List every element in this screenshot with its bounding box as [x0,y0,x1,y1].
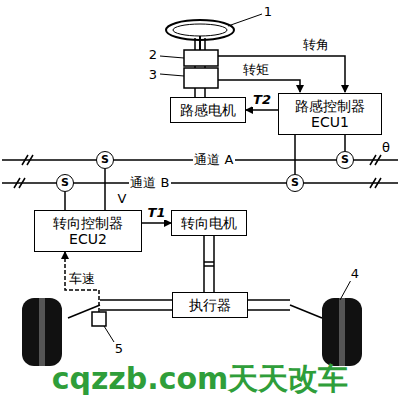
sensor-circle: S [286,174,304,192]
box-text: 转向电机 [181,215,237,231]
torque-sensor [184,68,218,88]
process-box: 路感控制器 ECU1 [278,93,382,135]
signal-label: 通道 B [129,176,170,190]
leader-lines [104,14,351,342]
steering-column [184,38,218,98]
angle-sensor [184,50,218,66]
signal-label: 转角 [302,38,330,52]
signal-label: θ [381,141,391,155]
box-text: 转向控制器 ECU2 [35,215,141,247]
process-box: 转向控制器 ECU2 [34,210,142,252]
signal-label: 通道 A [193,153,234,167]
watermark: cqzzb.com天天改车 [51,362,350,395]
signal-label: 转矩 [242,63,270,77]
process-box: 转向电机 [171,210,247,236]
lower-column [204,236,214,292]
bus-link [344,135,346,151]
box-text: 执行器 [189,297,231,313]
control-arrow [142,222,171,224]
signal-label: 车速 [68,272,96,286]
box-text: 路感电机 [180,102,236,118]
sensor-circle: S [96,151,114,169]
bus-link [294,135,296,174]
edge-label: T1 [147,206,167,220]
sensor-letter: S [291,177,299,190]
callout-number: 2 [148,48,158,62]
callout-number: 4 [350,267,360,281]
process-box: 路感电机 [170,97,246,123]
sensor-circle: S [56,174,74,192]
process-box: 执行器 [172,292,248,318]
speed-sensor [92,312,106,326]
steering-wheel [166,20,234,50]
bus-link [64,192,66,210]
sensor-letter: S [61,177,69,190]
sensor-circle: S [336,151,354,169]
callout-number: 5 [114,342,124,356]
box-text: 路感控制器 ECU1 [279,98,381,130]
control-arrow [246,109,278,111]
bus-link [104,169,106,210]
edge-label: T2 [252,93,272,107]
callout-number: 1 [263,5,273,19]
speed-wire [65,252,99,312]
sensor-wires [218,56,345,92]
signal-label: V [117,192,128,206]
callout-number: 3 [148,68,158,82]
sensor-letter: S [101,154,109,167]
sensor-letter: S [341,154,349,167]
